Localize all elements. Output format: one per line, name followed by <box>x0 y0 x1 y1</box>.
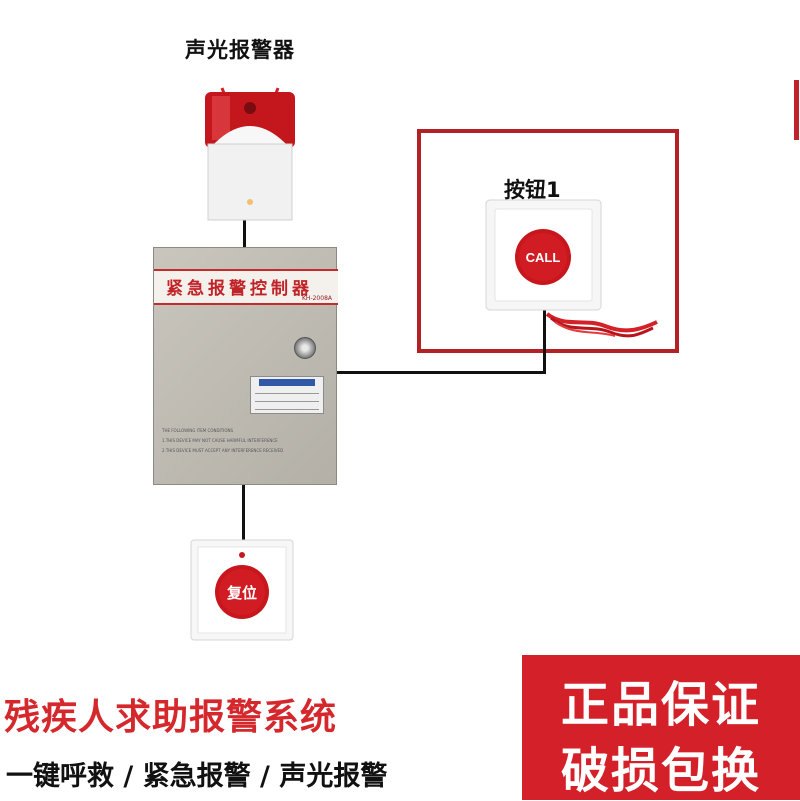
call-button-frame <box>417 129 679 353</box>
wire-controller-reset <box>242 485 245 541</box>
controller-nameplate <box>250 376 324 414</box>
controller-note-2: 2.THIS DEVICE MUST ACCEPT ANY INTERFEREN… <box>162 448 284 453</box>
pull-cord-icon <box>545 312 658 338</box>
feature-line: 一键呼救 / 紧急报警 / 声光报警 <box>6 761 388 792</box>
siren-icon <box>205 87 295 221</box>
edge-decoration <box>794 80 799 140</box>
call-button[interactable]: CALL <box>485 199 602 311</box>
system-title: 残疾人求助报警系统 <box>4 697 338 738</box>
button1-label: 按钮1 <box>504 178 561 202</box>
promo-banner: 正品保证 破损包换 <box>522 655 800 800</box>
siren-label: 声光报警器 <box>185 38 295 62</box>
reset-button[interactable]: 复位 <box>190 539 294 641</box>
controller-title: 紧急报警控制器 <box>166 279 313 299</box>
reset-button-text: 复位 <box>226 584 257 602</box>
alarm-controller-box: 紧急报警控制器 KH-2008A THE FOLLOWING ITEM COND… <box>153 247 338 485</box>
controller-notes: THE FOLLOWING ITEM CONDITIONS 1.THIS DEV… <box>162 426 332 456</box>
wire-controller-horizontal <box>336 371 546 374</box>
controller-model: KH-2008A <box>302 295 332 302</box>
keyhole-lock-icon <box>294 337 316 359</box>
promo-line-1: 正品保证 <box>560 677 761 733</box>
promo-line-2: 破损包换 <box>560 743 761 799</box>
controller-note-1: 1.THIS DEVICE MAY NOT CAUSE HARMFUL INTE… <box>162 438 278 443</box>
controller-title-plate: 紧急报警控制器 KH-2008A <box>154 269 338 305</box>
controller-notes-heading: THE FOLLOWING ITEM CONDITIONS <box>162 428 234 433</box>
wire-siren-controller <box>243 218 246 248</box>
wire-call-button <box>543 308 546 374</box>
call-button-text: CALL <box>526 250 561 265</box>
system-banner: 残疾人求助报警系统 一键呼救 / 紧急报警 / 声光报警 <box>0 661 461 800</box>
